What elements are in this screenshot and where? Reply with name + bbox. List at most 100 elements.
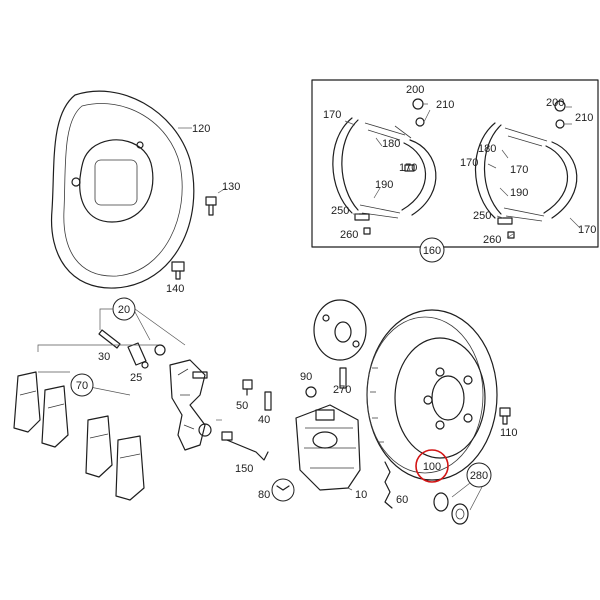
callout-130: 130	[222, 181, 240, 193]
wear-sensor: 150	[221, 431, 269, 475]
adjuster-nut-c	[554, 100, 566, 112]
caliper-piston	[312, 431, 338, 449]
rotor-bore	[431, 375, 465, 421]
lever-a	[354, 213, 370, 221]
backing-plate: 120	[50, 90, 210, 289]
callout-30: 30	[98, 351, 110, 363]
spring-top-left	[364, 122, 406, 141]
fitting-50	[242, 379, 253, 390]
spring-clip: 60	[384, 461, 408, 509]
pad-2	[41, 385, 69, 448]
plate-hole-a	[71, 177, 81, 187]
caliper: 10	[295, 404, 367, 501]
guide-bushing	[127, 342, 147, 366]
dust-boot	[451, 503, 469, 525]
wear-sensor-plug	[221, 431, 233, 441]
rotor-edge-ticks	[370, 367, 384, 443]
label-200-b: 200	[546, 97, 564, 109]
guide-pin	[98, 329, 121, 349]
lug-hole-4	[435, 420, 445, 430]
label-210-a: 210	[436, 99, 454, 111]
clip-b	[507, 231, 515, 239]
backing-plate-window	[94, 159, 138, 206]
label-250-a: 250	[331, 205, 349, 217]
label-260-b: 260	[483, 234, 501, 246]
brake-pads: 70	[13, 344, 158, 501]
adjuster-nut-d	[555, 119, 565, 129]
lug-hole-3	[463, 413, 473, 423]
left-shoe-inner	[341, 119, 359, 211]
bolt-110-head	[499, 407, 511, 417]
callout-25: 25	[130, 372, 142, 384]
spring-bottom-2	[503, 207, 545, 222]
dust-cap-a	[154, 344, 166, 356]
label-170-d: 170	[460, 157, 478, 169]
bolt-130-shank	[208, 204, 214, 216]
adjuster-nut-b	[415, 117, 425, 127]
fitting-90	[305, 386, 317, 398]
callout-70: 70	[76, 380, 88, 392]
backing-plate-outline	[50, 90, 195, 289]
lug-hole-2	[463, 375, 473, 385]
spring-clip-shape	[384, 461, 393, 509]
callout-270: 270	[333, 384, 351, 396]
caliper-bridge	[315, 409, 335, 421]
parking-brake-inset: 160 170 180 170 190 200 210 250 260 200 …	[311, 79, 599, 263]
bolt-140: 140	[166, 261, 185, 295]
label-200-a: 200	[406, 84, 424, 96]
callout-100-ring	[415, 449, 449, 483]
dust-cap-outer	[313, 299, 367, 361]
label-250-b: 250	[473, 210, 491, 222]
wrench-80: 80	[258, 478, 295, 502]
rotor-vent	[366, 316, 484, 474]
callout-10: 10	[355, 489, 367, 501]
dust-shield-cap	[313, 299, 367, 361]
spring-adjuster	[394, 125, 412, 139]
label-170-c: 170	[510, 164, 528, 176]
pad-3	[85, 415, 113, 478]
fittings: 50 40 90 270	[236, 367, 351, 426]
backing-plate-center	[79, 139, 154, 223]
pin-a	[404, 164, 415, 172]
callout-160: 160	[423, 245, 441, 257]
callout-150: 150	[235, 463, 253, 475]
right-shoe-inner-2	[543, 145, 569, 214]
callout-110: 110	[500, 427, 518, 439]
bracket-body	[169, 359, 206, 451]
callout-80: 80	[258, 489, 270, 501]
label-170-b: 170	[399, 162, 417, 174]
lug-hole-1	[435, 367, 445, 377]
callout-120: 120	[192, 123, 210, 135]
pad-grooves	[19, 390, 141, 459]
dust-cap-center	[334, 321, 352, 343]
caliper-bracket	[169, 359, 222, 451]
backing-plate-rim	[63, 103, 183, 277]
adjuster-nut-a	[412, 98, 424, 110]
right-shoe-outer-2	[551, 141, 578, 219]
caliper-ribs	[304, 427, 356, 469]
clip-a	[363, 227, 371, 235]
pad-4	[115, 435, 145, 501]
callout-70-circle	[70, 373, 94, 397]
callout-280: 280	[470, 470, 488, 482]
bolt-130-head	[205, 196, 217, 206]
pad-1	[13, 371, 41, 433]
label-190-a: 190	[375, 179, 393, 191]
spring-bottom-left	[359, 204, 401, 219]
bracket-boss	[198, 423, 212, 437]
callout-60: 60	[396, 494, 408, 506]
lug-hole-5	[423, 395, 433, 405]
wrench-80-jaw	[276, 485, 290, 491]
label-180-a: 180	[382, 138, 400, 150]
bolt-140-shank	[175, 270, 181, 280]
right-shoe-inner	[401, 142, 427, 211]
inset-frame	[311, 79, 599, 248]
right-shoe-outer	[409, 139, 437, 216]
seal-ring	[433, 492, 449, 512]
left-shoe-outer	[332, 117, 353, 214]
label-190-b: 190	[510, 187, 528, 199]
callout-50: 50	[236, 400, 248, 412]
bolt-270	[339, 367, 347, 389]
